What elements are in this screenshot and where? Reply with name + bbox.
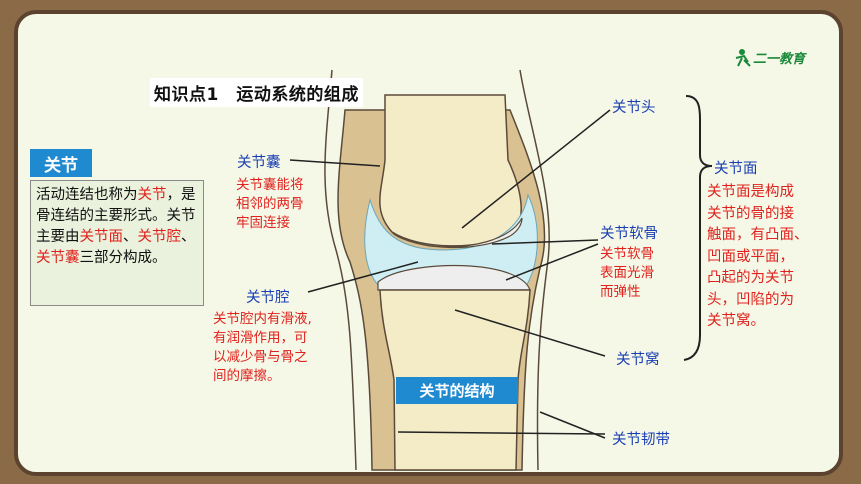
upper-cartilage	[391, 217, 523, 249]
section-badge: 关节	[30, 149, 92, 177]
def-term-surface: 关节面	[79, 229, 124, 245]
leader-socket	[454, 309, 606, 357]
label-cavity: 关节腔	[246, 290, 290, 306]
note-cartilage: 关节软骨 表面光滑 而弹性	[600, 245, 654, 302]
surface-desc-line: 关节的骨的接	[707, 205, 794, 222]
def-sep-2: 、	[181, 229, 196, 245]
outer-ligament-left	[324, 69, 357, 471]
note-capsule: 关节囊能将 相邻的两骨 牢固连接	[236, 176, 304, 233]
runner-logo-icon	[735, 49, 751, 67]
leader-cartilage-a	[491, 239, 599, 245]
outer-ligament-right	[519, 69, 550, 471]
leader-ligament-b	[539, 411, 606, 439]
note-cavity-line: 有润滑作用，可	[213, 330, 308, 346]
surface-desc-line: 凸起的为关节	[707, 270, 794, 286]
note-cavity: 关节腔内有滑液, 有润滑作用，可 以减少骨与骨之 间的摩擦。	[213, 310, 312, 386]
note-capsule-line: 关节囊能将	[236, 177, 304, 193]
def-term-joint: 关节	[137, 187, 167, 203]
brand-logo-text: 二一教育	[753, 52, 806, 67]
definition-box: 活动连结也称为关节，是骨连结的主要形式。关节主要由关节面、关节腔、关节囊三部分构…	[30, 180, 204, 306]
surface-description: 关节面是构成 关节的骨的接 触面，有凸面、 凹面或平面， 凸起的为关节 头，凹陷…	[707, 182, 809, 333]
note-cartilage-line: 而弹性	[600, 284, 641, 300]
lower-cartilage	[377, 264, 531, 291]
def-text-3: 三部分构成。	[79, 250, 167, 266]
note-capsule-line: 相邻的两骨	[236, 196, 304, 212]
def-term-capsule: 关节囊	[36, 250, 80, 266]
leader-capsule	[289, 159, 381, 167]
surface-desc-line: 凹面或平面，	[707, 248, 794, 265]
leader-cavity	[307, 261, 419, 293]
leader-cartilage-b	[505, 243, 599, 281]
label-socket: 关节窝	[616, 352, 660, 368]
note-cavity-line: 以减少骨与骨之	[213, 349, 308, 365]
note-cartilage-line: 表面光滑	[600, 265, 654, 281]
note-cavity-line: 间的摩擦。	[213, 368, 281, 384]
label-surface: 关节面	[714, 161, 758, 177]
label-cartilage: 关节软骨	[600, 226, 658, 242]
brand-logo: 二一教育	[728, 48, 805, 67]
def-term-cavity: 关节腔	[137, 229, 182, 245]
note-cartilage-line: 关节软骨	[600, 246, 654, 262]
surface-desc-line: 头，凹陷的为	[707, 291, 794, 308]
leader-head	[461, 109, 611, 229]
figure-caption: 关节的结构	[396, 377, 518, 404]
page-title: 知识点1 运动系统的组成	[150, 78, 363, 107]
upper-bone	[379, 94, 522, 247]
surface-desc-line: 触面，有凸面、	[707, 227, 809, 243]
label-head: 关节头	[612, 100, 656, 116]
label-capsule: 关节囊	[237, 155, 281, 171]
def-sep-1: 、	[123, 229, 138, 245]
leader-ligament-a	[397, 431, 606, 435]
label-ligament: 关节韧带	[612, 432, 670, 448]
def-text-1: 活动连结也称为	[36, 187, 138, 203]
note-capsule-line: 牢固连接	[236, 215, 290, 231]
note-cavity-line: 关节腔内有滑液,	[213, 311, 312, 327]
surface-desc-line: 关节窝。	[707, 313, 765, 329]
surface-desc-line: 关节面是构成	[707, 184, 794, 200]
surface-brace	[683, 95, 713, 361]
def-text-2: ，是骨连结的主要形式。关节主要由	[36, 187, 196, 245]
